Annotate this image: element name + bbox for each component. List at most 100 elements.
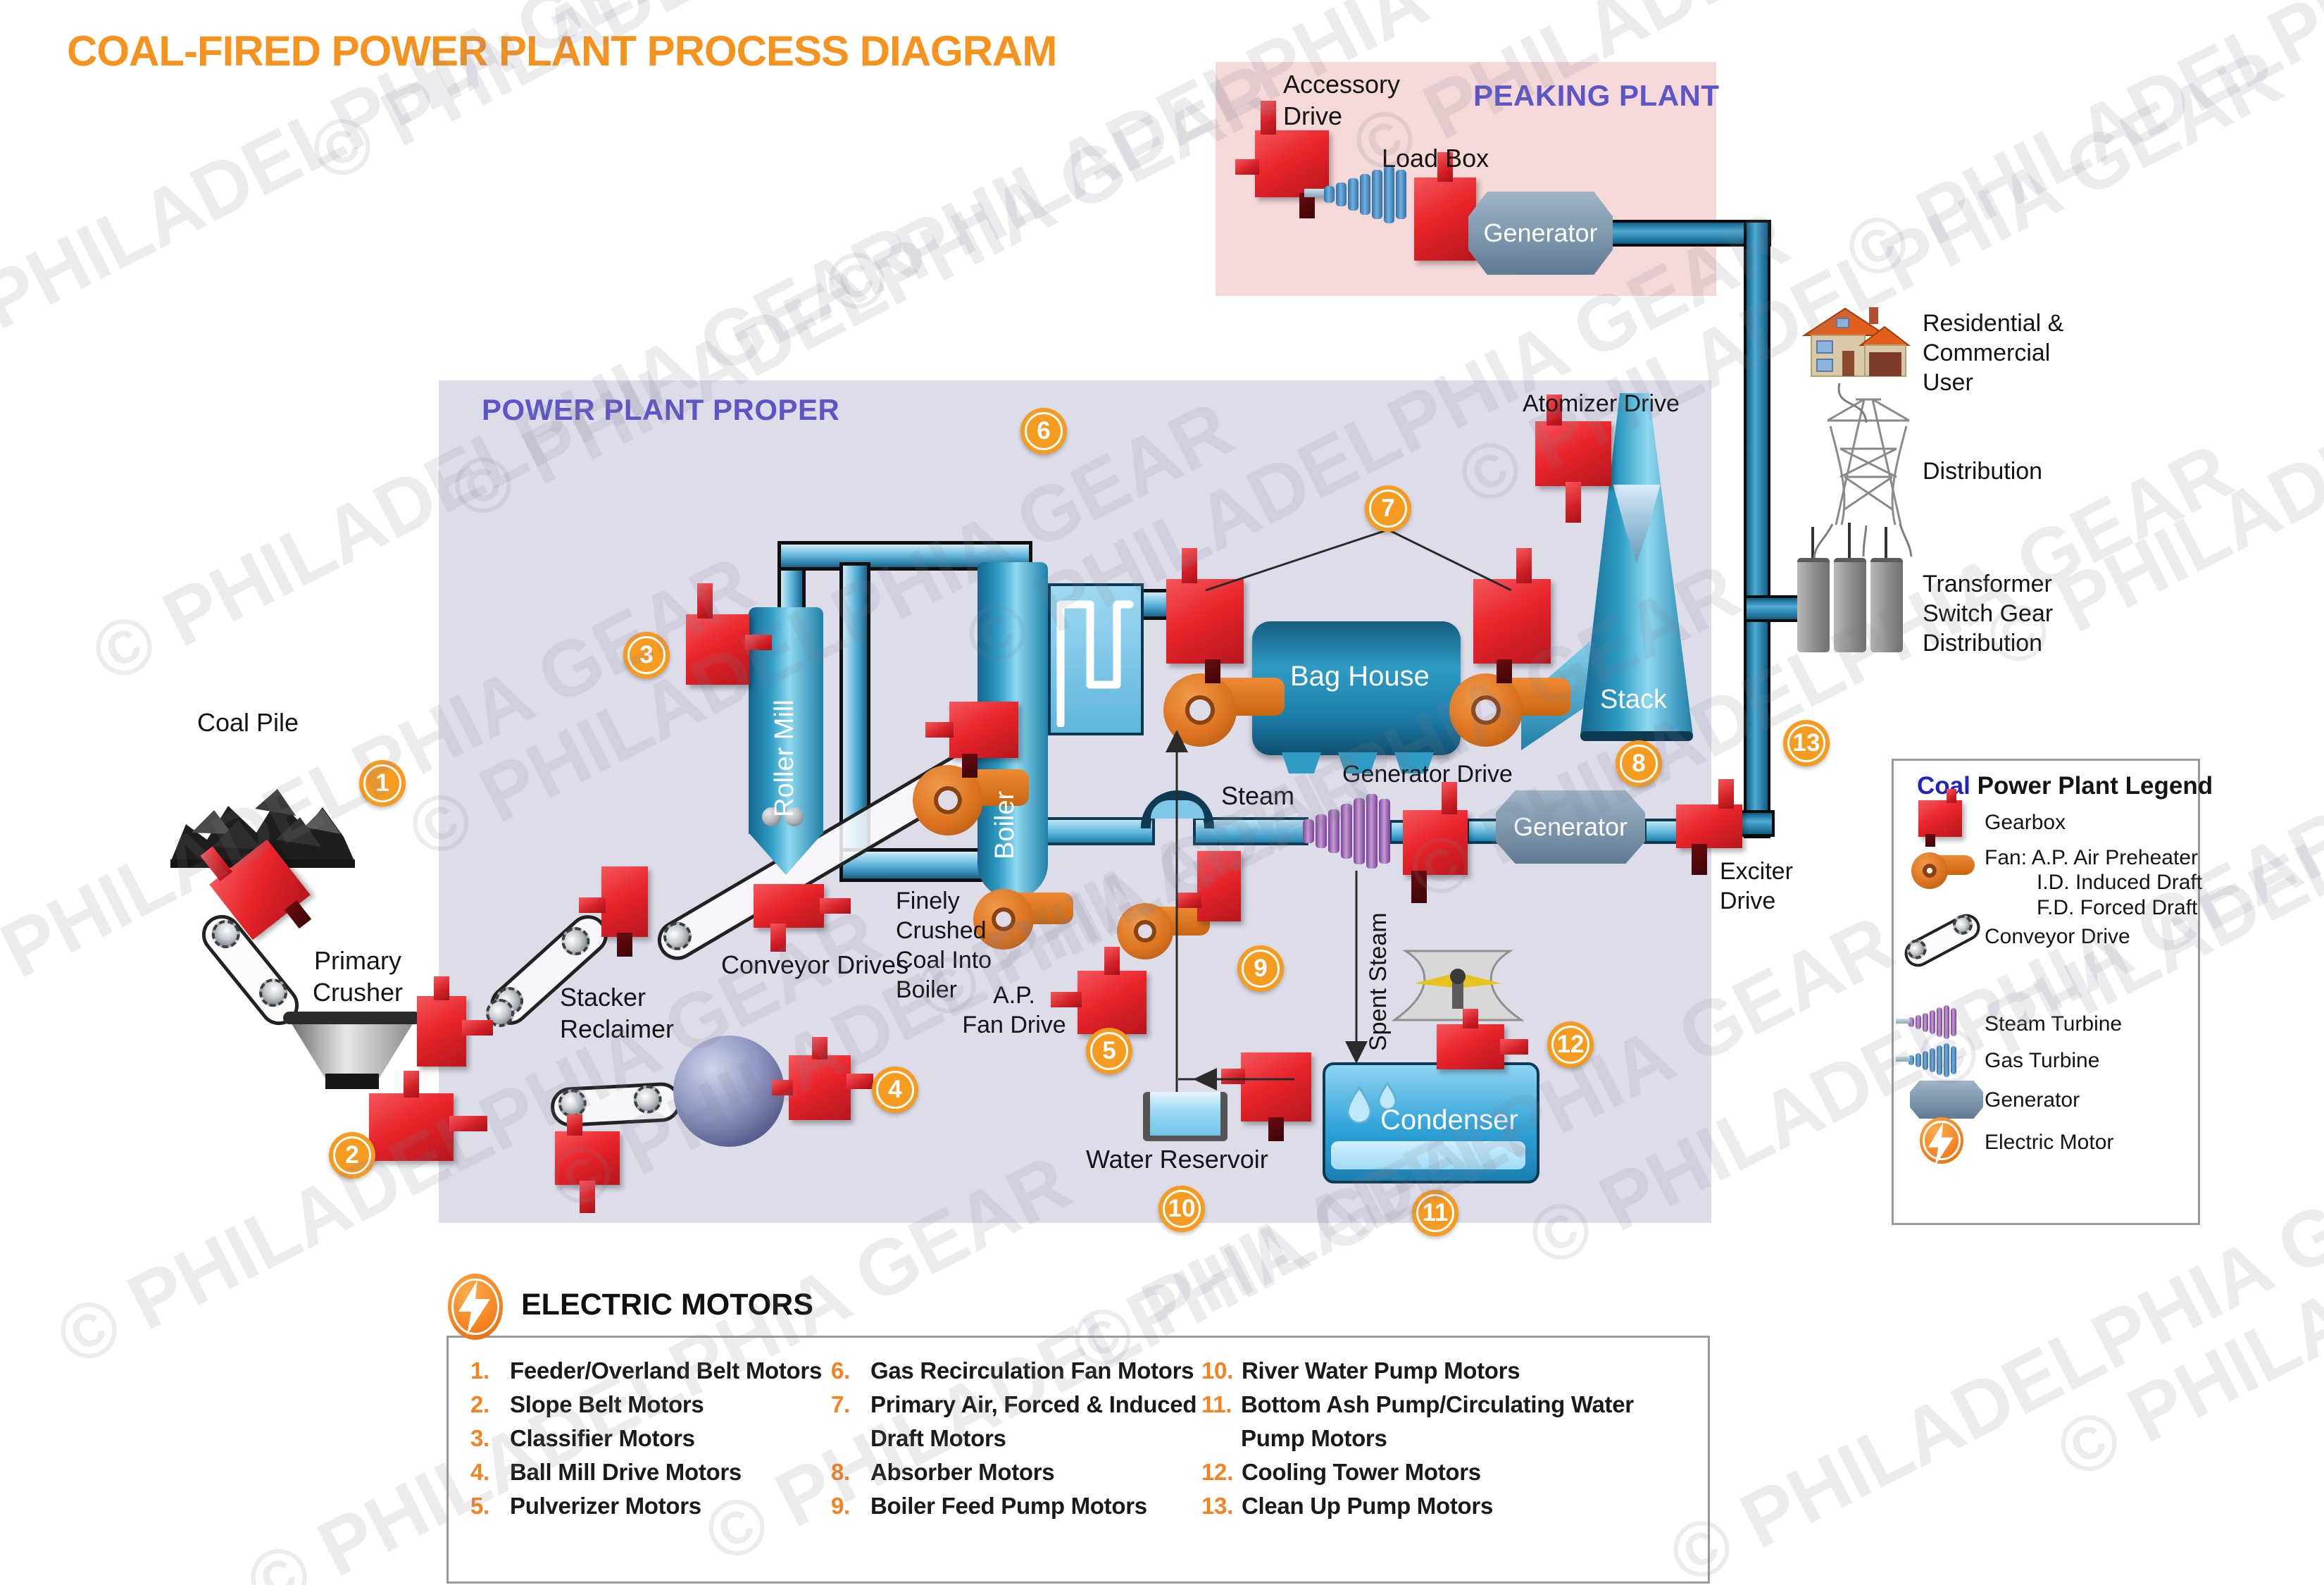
gearbox-icon xyxy=(1403,782,1468,903)
motor-list-item: 10. River Water Pump Motors xyxy=(1201,1354,1701,1388)
motor-item-number: 3. xyxy=(470,1425,489,1451)
transformer-cabinet xyxy=(1870,558,1903,652)
gearbox-icon xyxy=(369,1071,487,1161)
gearbox-shaft xyxy=(1547,394,1562,425)
coal-pile-label: Coal Pile xyxy=(197,708,299,737)
motor-list-item: 8.Absorber Motors xyxy=(831,1455,1197,1489)
legend-item-label: Gas Turbine xyxy=(1985,1049,2100,1072)
fan-icon xyxy=(973,889,1076,950)
gearbox-shaft xyxy=(1500,1039,1528,1055)
process-step-badge: 5 xyxy=(1086,1028,1132,1074)
gearbox-shaft xyxy=(566,1114,582,1136)
motor-item-number: 2. xyxy=(470,1391,489,1417)
motor-item-label: Gas Recirculation Fan Motors xyxy=(870,1357,1194,1384)
coal-pile-icon xyxy=(170,789,355,868)
gearbox-icon xyxy=(1177,851,1241,921)
motor-list-item: 3. Classifier Motors xyxy=(470,1422,823,1455)
transformer-label: Transformer Switch Gear Distribution xyxy=(1923,571,2054,657)
gearbox-shaft xyxy=(1205,659,1220,683)
water-droplet-icon xyxy=(1347,1082,1397,1124)
process-step-badge: 1 xyxy=(359,760,406,807)
primary-crusher-icon xyxy=(283,1012,421,1024)
fan-part xyxy=(1134,920,1156,943)
turbine-shaft xyxy=(1896,1057,1910,1062)
fan-part xyxy=(991,907,1016,932)
process-step-badge: 9 xyxy=(1237,945,1284,992)
gearbox-shaft xyxy=(770,924,786,952)
motor-item-label: Clean Up Pump Motors xyxy=(1241,1493,1494,1519)
fan-icon xyxy=(913,765,1032,835)
gearbox-icon xyxy=(925,702,1018,778)
accessory-drive-label: Accessory Drive xyxy=(1283,70,1401,130)
conveyor-drives-label: Conveyor Drives xyxy=(721,950,909,979)
gearbox-shaft xyxy=(772,1080,793,1095)
motor-item-label: River Water Pump Motors xyxy=(1241,1357,1520,1384)
motor-item-number: 13. xyxy=(1201,1493,1233,1519)
fan-part xyxy=(1471,695,1501,725)
gearbox-shaft xyxy=(1463,1009,1478,1028)
motor-item-label: Ball Mill Drive Motors xyxy=(510,1459,742,1485)
motor-item-label: Pulverizer Motors xyxy=(510,1493,701,1519)
gearbox-shaft xyxy=(1221,1069,1245,1085)
motor-list-item: 7.Primary Air, Forced & Induced Draft Mo… xyxy=(831,1388,1197,1455)
motor-item-label: Primary Air, Forced & Induced Draft Moto… xyxy=(870,1391,1197,1451)
gearbox-shaft xyxy=(1182,548,1197,583)
electric-motor-icon xyxy=(448,1274,503,1340)
gearbox-icon xyxy=(579,866,648,957)
stack-base xyxy=(1580,731,1693,741)
motor-item-label: Classifier Motors xyxy=(510,1425,695,1451)
gearbox-icon xyxy=(1473,548,1551,683)
gearbox-icon xyxy=(1918,789,1962,847)
fan-icon xyxy=(1163,673,1288,747)
motor-item-number: 6. xyxy=(831,1357,850,1384)
gearbox-shaft xyxy=(1566,482,1581,523)
process-step-badge: 8 xyxy=(1616,740,1662,787)
steam-label: Steam xyxy=(1221,781,1295,810)
gearbox-shaft xyxy=(925,722,954,738)
motor-item-number: 5. xyxy=(470,1493,489,1519)
spent-steam-label: Spent Steam xyxy=(1365,912,1392,1051)
motor-list-item: 4.Ball Mill Drive Motors xyxy=(470,1455,823,1489)
bag-house-icon xyxy=(1252,621,1461,755)
power-line xyxy=(1738,810,1775,837)
gearbox-icon xyxy=(1414,152,1496,261)
turbine-shaft xyxy=(1896,1019,1910,1024)
gearbox-shaft xyxy=(1691,844,1707,875)
gas-turbine-icon xyxy=(1908,1040,1958,1081)
exciter-drive-label: Exciter Drive xyxy=(1720,858,1793,915)
motor-list-item: 9.Boiler Feed Pump Motors xyxy=(831,1489,1197,1523)
roller-mill-label: Roller Mill xyxy=(770,700,799,817)
gearbox-icon xyxy=(1535,394,1611,523)
main-generator-label: Generator xyxy=(1513,812,1628,841)
gearbox-icon xyxy=(754,884,851,952)
gearbox-icon xyxy=(1676,779,1742,875)
transformer-bushing xyxy=(1848,523,1851,558)
bag-house-foot xyxy=(1282,752,1321,773)
motor-list-column: 6. Gas Recirculation Fan Motors 7.Primary … xyxy=(831,1354,1197,1523)
transformer-cabinet xyxy=(1797,558,1830,652)
legend-item-label: Steam Turbine xyxy=(1985,1012,2123,1036)
peaking-generator-label: Generator xyxy=(1483,218,1598,247)
motor-item-number: 10. xyxy=(1201,1357,1233,1384)
gearbox-icon xyxy=(772,1037,873,1120)
gearbox-shaft xyxy=(1497,659,1512,683)
conveyor-gear-icon xyxy=(486,999,514,1027)
grinding-ball-icon xyxy=(762,807,781,826)
fan-icon xyxy=(1911,852,1982,889)
motor-item-number: 1. xyxy=(470,1357,489,1384)
electric-motor-icon xyxy=(1920,1117,1963,1167)
legend-item-label: Electric Motor xyxy=(1985,1131,2114,1154)
gearbox-shaft xyxy=(962,754,978,778)
condenser-wave xyxy=(1331,1141,1525,1169)
steam-pipe xyxy=(1193,817,1308,845)
legend-title-rest: Power Plant Legend xyxy=(1970,772,2213,800)
gearbox-shaft xyxy=(1442,782,1458,814)
process-step-badge: 4 xyxy=(872,1067,918,1113)
process-step-badge: 6 xyxy=(1020,408,1067,454)
fan-icon xyxy=(1449,673,1574,747)
transformer-cabinet xyxy=(1834,558,1866,652)
gearbox-icon xyxy=(686,583,772,685)
